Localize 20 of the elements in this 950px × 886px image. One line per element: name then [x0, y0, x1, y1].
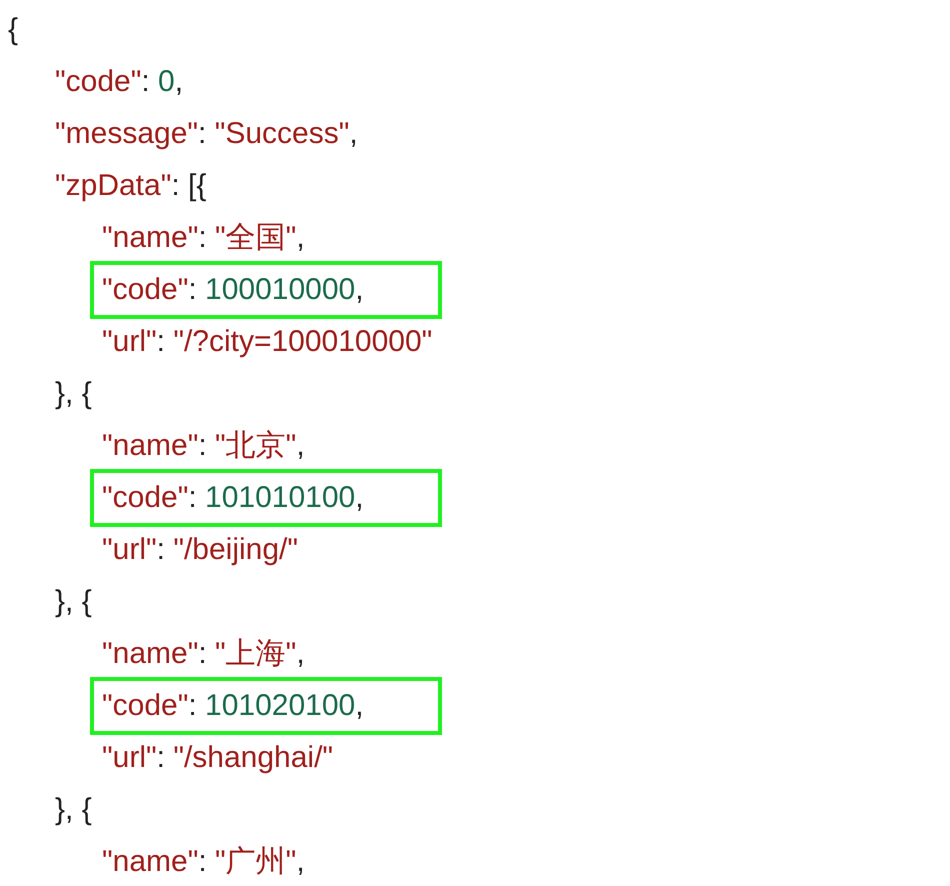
code-line: "zpData": [{ [55, 168, 206, 204]
code-line: "url": "/?city=100010000" [102, 324, 432, 360]
code-line: "name": "广州", [102, 844, 305, 880]
code-line: "url": "/beijing/" [102, 532, 298, 568]
code-line: "name": "上海", [102, 636, 305, 672]
highlight-box [90, 677, 442, 735]
code-line: "name": "北京", [102, 428, 305, 464]
code-line: "url": "/shanghai/" [102, 740, 334, 776]
code-line: "code": 100010000, [102, 272, 364, 308]
code-line: "message": "Success", [55, 116, 358, 152]
code-line: }, { [55, 792, 92, 828]
code-line: }, { [55, 584, 92, 620]
code-line: "code": 101020100, [102, 688, 364, 724]
code-line: }, { [55, 376, 92, 412]
code-line: "code": 101010100, [102, 480, 364, 516]
highlight-box [90, 261, 442, 319]
code-line: { [8, 12, 18, 48]
highlight-box [90, 469, 442, 527]
code-line: "name": "全国", [102, 220, 305, 256]
code-line: "code": 0, [55, 64, 184, 100]
